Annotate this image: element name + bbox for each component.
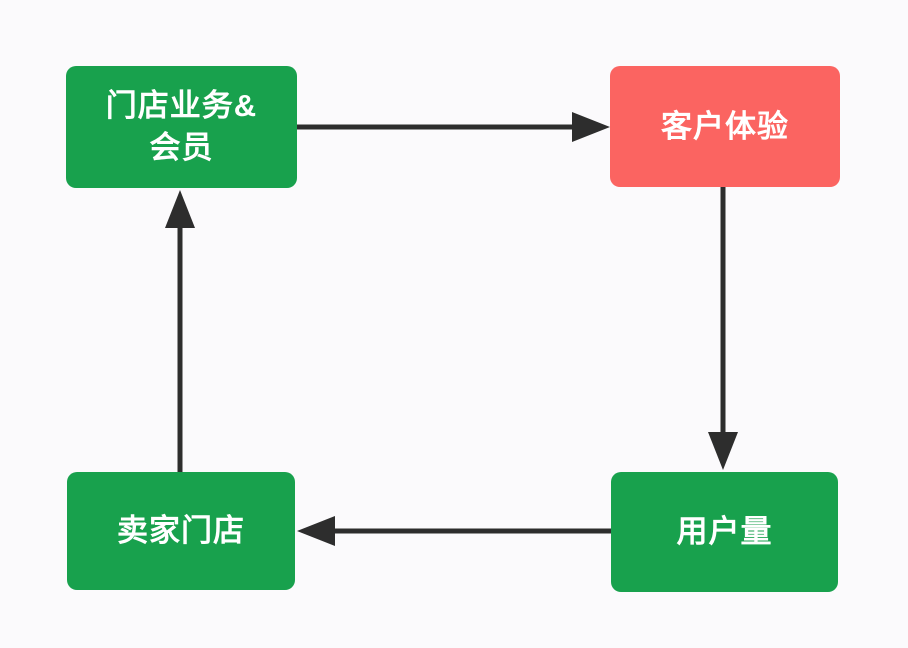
node-customer-experience: 客户体验: [610, 66, 840, 187]
arrow-store-to-customer: [297, 112, 610, 142]
node-user-volume: 用户量: [611, 472, 838, 592]
node-store-business-members: 门店业务& 会员: [66, 66, 297, 188]
arrow-seller-to-store: [165, 190, 195, 472]
arrow-uservolume-to-seller: [297, 516, 611, 546]
node-seller-stores: 卖家门店: [67, 472, 295, 590]
arrow-customer-to-uservolume: [708, 187, 738, 470]
